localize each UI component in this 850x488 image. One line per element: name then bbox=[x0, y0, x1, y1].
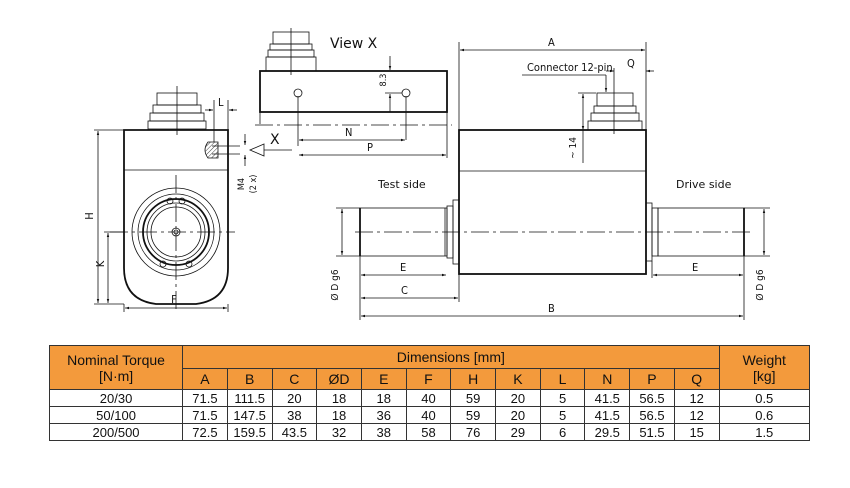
weight-header-line2: [kg] bbox=[752, 367, 776, 384]
dimension-cell: 20 bbox=[495, 389, 541, 407]
dim-label-14: ~ 14 bbox=[568, 137, 579, 159]
column-header-10: P bbox=[629, 368, 675, 390]
torque-cell: 50/100 bbox=[48, 406, 184, 424]
column-header-0: A bbox=[182, 368, 228, 390]
dim-label-d-left: Ø D g6 bbox=[329, 269, 341, 300]
technical-drawing: H K F L M4 (2 x) X View X bbox=[83, 28, 770, 320]
dim-label-n: N bbox=[345, 126, 352, 139]
column-header-1: B bbox=[226, 368, 273, 390]
dim-label-k: K bbox=[94, 260, 107, 267]
dimension-cell: 111.5 bbox=[226, 389, 273, 407]
dimension-cell: 12 bbox=[673, 406, 720, 424]
dimension-cell: 43.5 bbox=[271, 423, 318, 441]
column-header-6: H bbox=[450, 368, 497, 390]
dimension-cell: 32 bbox=[316, 423, 362, 441]
dimension-cell: 76 bbox=[450, 423, 497, 441]
dimension-cell: 36 bbox=[360, 406, 407, 424]
dimension-cell: 20 bbox=[271, 389, 318, 407]
thread-count-label: (2 x) bbox=[249, 175, 259, 194]
dimension-cell: 40 bbox=[405, 406, 452, 424]
dimension-cell: 159.5 bbox=[226, 423, 273, 441]
dimension-cell: 40 bbox=[405, 389, 452, 407]
view-x-title: View X bbox=[330, 36, 378, 52]
column-header-11: Q bbox=[673, 368, 720, 390]
dimension-cell: 20 bbox=[495, 406, 541, 424]
column-header-9: N bbox=[584, 368, 631, 390]
dim-label-f: F bbox=[171, 293, 177, 306]
dim-label-8-3: 8.3 bbox=[379, 74, 389, 87]
weight-cell: 0.5 bbox=[718, 389, 811, 407]
dimension-cell: 147.5 bbox=[226, 406, 273, 424]
dim-label-c: C bbox=[401, 284, 408, 297]
dim-label-d-right: Ø D g6 bbox=[754, 269, 766, 300]
dim-label-q: Q bbox=[627, 57, 635, 70]
weight-cell: 1.5 bbox=[718, 423, 811, 441]
dimension-cell: 71.5 bbox=[182, 406, 228, 424]
test-side-label: Test side bbox=[377, 178, 426, 191]
dimension-cell: 18 bbox=[316, 406, 362, 424]
dimension-cell: 71.5 bbox=[182, 389, 228, 407]
dimension-cell: 58 bbox=[405, 423, 452, 441]
dimension-cell: 18 bbox=[360, 389, 407, 407]
torque-header: Nominal Torque [N·m] bbox=[48, 345, 184, 390]
connector-label: Connector 12-pin bbox=[527, 61, 613, 74]
dim-label-e-left: E bbox=[400, 261, 406, 274]
dimension-cell: 56.5 bbox=[629, 406, 675, 424]
dimension-cell: 18 bbox=[316, 389, 362, 407]
side-view: A Connector 12-pin Q ~ 14 Test sid bbox=[329, 36, 770, 320]
drive-side-label: Drive side bbox=[676, 178, 732, 191]
column-header-5: F bbox=[405, 368, 452, 390]
column-header-2: C bbox=[271, 368, 318, 390]
front-view: H K F L M4 (2 x) X bbox=[83, 86, 292, 312]
weight-header-line1: Weight bbox=[742, 351, 786, 368]
dimensions-table: Nominal Torque [N·m] Dimensions [mm] Wei… bbox=[48, 345, 811, 441]
dimension-cell: 59 bbox=[450, 406, 497, 424]
dimension-cell: 38 bbox=[360, 423, 407, 441]
torque-header-line1: Nominal Torque bbox=[67, 351, 165, 368]
torque-cell: 20/30 bbox=[48, 389, 184, 407]
dim-label-e-right: E bbox=[692, 261, 698, 274]
dimension-cell: 29.5 bbox=[584, 423, 631, 441]
dim-label-a: A bbox=[548, 36, 555, 49]
column-header-7: K bbox=[495, 368, 541, 390]
dimension-cell: 41.5 bbox=[584, 389, 631, 407]
view-x-marker: X bbox=[270, 132, 280, 148]
torque-header-line2: [N·m] bbox=[98, 367, 134, 384]
dimension-cell: 51.5 bbox=[629, 423, 675, 441]
thread-label: M4 bbox=[237, 178, 247, 190]
dimension-cell: 5 bbox=[539, 389, 586, 407]
dimension-cell: 5 bbox=[539, 406, 586, 424]
column-header-4: E bbox=[360, 368, 407, 390]
connector-front bbox=[147, 86, 207, 135]
view-x: View X 8.3 N P bbox=[255, 28, 452, 158]
dimension-cell: 6 bbox=[539, 423, 586, 441]
dim-label-b: B bbox=[548, 302, 555, 315]
column-header-8: L bbox=[539, 368, 586, 390]
weight-cell: 0.6 bbox=[718, 406, 811, 424]
torque-cell: 200/500 bbox=[48, 423, 184, 441]
dimension-cell: 15 bbox=[673, 423, 720, 441]
dimension-cell: 56.5 bbox=[629, 389, 675, 407]
dimension-cell: 38 bbox=[271, 406, 318, 424]
column-header-3: ØD bbox=[316, 368, 362, 390]
dimension-cell: 59 bbox=[450, 389, 497, 407]
dim-label-h: H bbox=[83, 212, 96, 219]
dimensions-header: Dimensions [mm] bbox=[182, 345, 720, 369]
dimension-cell: 41.5 bbox=[584, 406, 631, 424]
dimension-cell: 29 bbox=[495, 423, 541, 441]
dim-label-l: L bbox=[218, 96, 224, 109]
dim-label-p: P bbox=[367, 141, 373, 154]
dimension-cell: 12 bbox=[673, 389, 720, 407]
weight-header: Weight [kg] bbox=[718, 345, 811, 390]
dimension-cell: 72.5 bbox=[182, 423, 228, 441]
